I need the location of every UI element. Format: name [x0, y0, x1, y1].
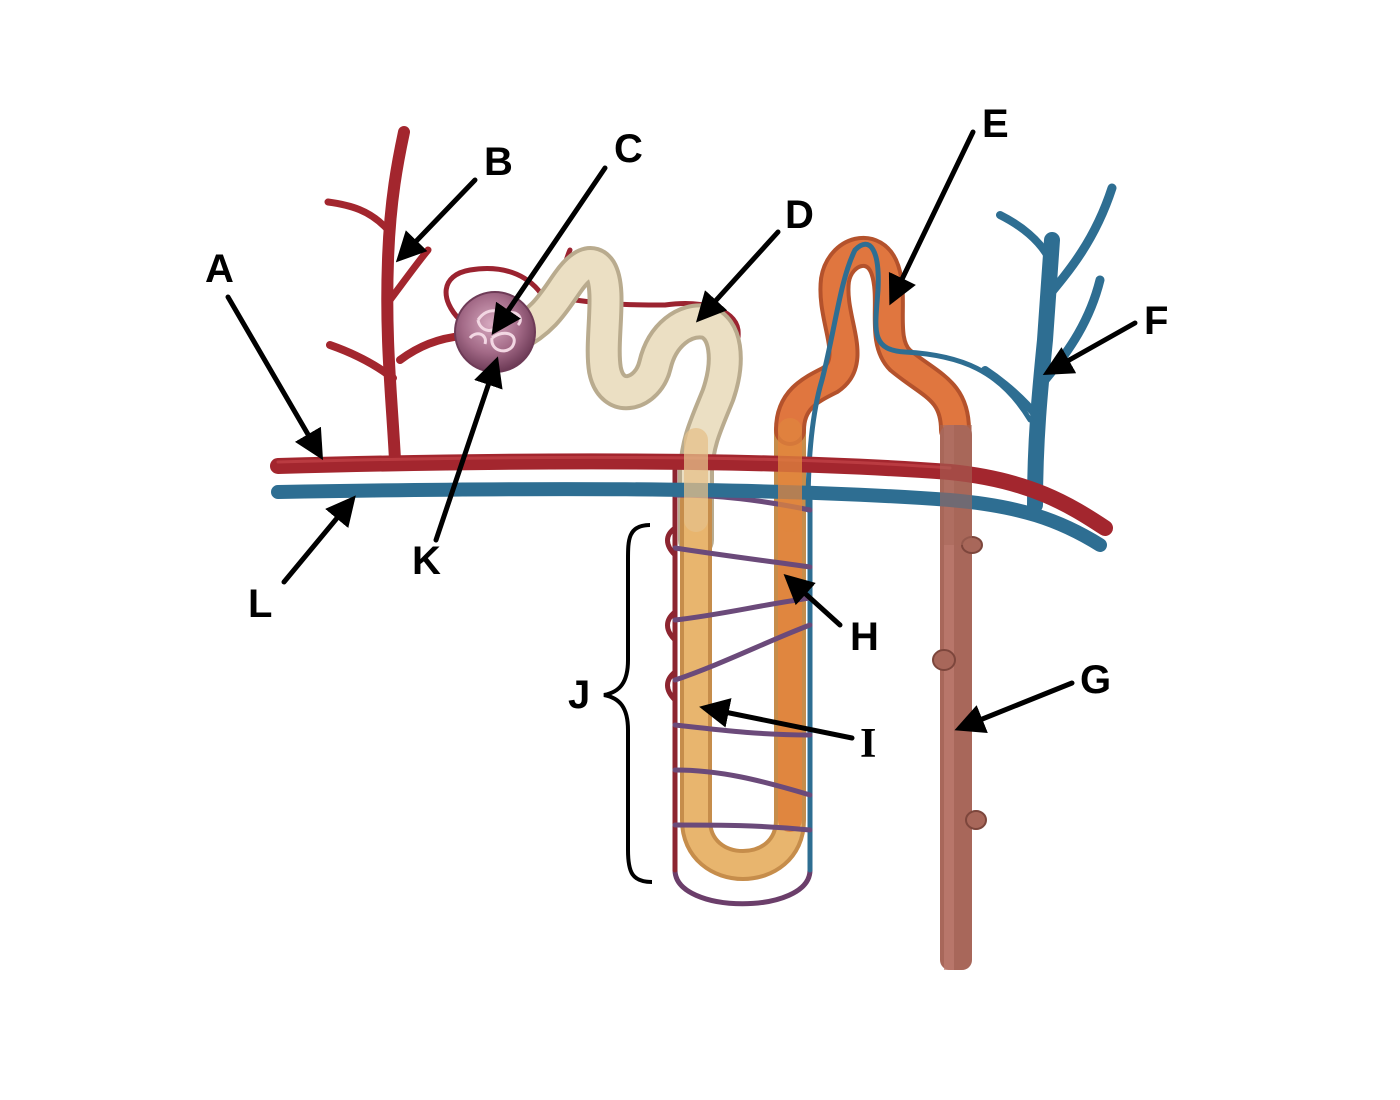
leader-h: [783, 573, 843, 628]
leader-d: [695, 229, 781, 323]
peritubular-capillary-vein: [805, 241, 1033, 513]
tubule-overlap: [684, 418, 972, 545]
arcuate-vessels: [270, 453, 1113, 552]
distal-convoluted-tubule: [774, 235, 971, 446]
leader-g: [954, 680, 1075, 733]
label-h: H: [850, 615, 879, 659]
label-k: K: [412, 539, 441, 583]
label-l: L: [248, 582, 272, 626]
brace-j: [603, 523, 653, 884]
proximal-convoluted-tubule: [497, 246, 743, 558]
leader-lines: [225, 129, 1138, 741]
label-f: F: [1144, 299, 1168, 343]
label-g: G: [1080, 658, 1111, 702]
leader-f: [1042, 320, 1138, 375]
leader-e: [888, 129, 976, 306]
leader-b: [395, 177, 478, 263]
leader-l: [281, 495, 356, 585]
label-c: C: [614, 127, 643, 171]
leader-k: [433, 356, 503, 543]
leader-c: [491, 165, 608, 335]
label-e: E: [982, 102, 1009, 146]
labels: A B C D E F G H I J K L: [205, 102, 1168, 767]
label-a: A: [205, 247, 234, 291]
label-d: D: [785, 193, 814, 237]
label-i: I: [860, 721, 876, 767]
label-j: J: [568, 673, 590, 717]
leader-a: [225, 294, 324, 461]
leader-i: [699, 698, 855, 741]
interlobular-artery: [324, 126, 466, 466]
label-b: B: [484, 140, 513, 184]
